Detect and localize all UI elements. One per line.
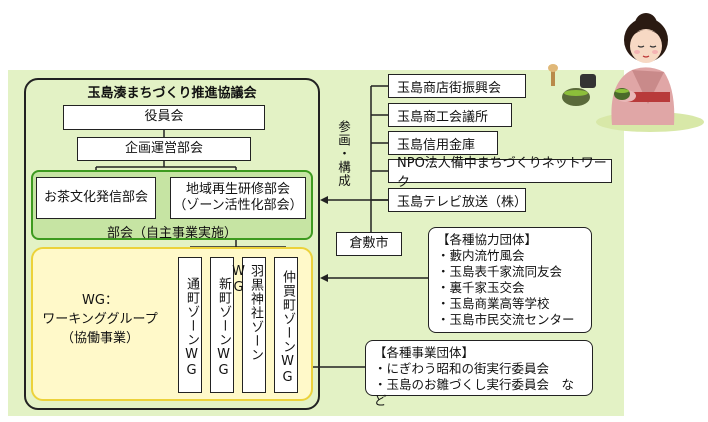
wg-label-line1: WG： <box>82 293 118 308</box>
wg-label-line3: （協働事業） <box>60 330 139 346</box>
wg-label: WG： ワーキンググループ （協働事業） <box>40 292 160 349</box>
member-box: 玉島商工会議所 <box>388 103 512 127</box>
business-title: 【各種事業団体】 <box>374 345 475 360</box>
business-item: ・にぎわう昭和の街実行委員会 <box>374 361 550 376</box>
regional-dept-line2: （ゾーン活性化部会） <box>173 198 303 213</box>
council-title: 玉島湊まちづくり推進協議会 <box>87 86 257 101</box>
business-groups-box: 【各種事業団体】 ・にぎわう昭和の街実行委員会 ・玉島のお雛づくし実行委員会 な… <box>365 340 593 408</box>
regional-dept-box: 地域再生研修部会 （ゾーン活性化部会） <box>170 177 306 219</box>
cooperation-item: ・玉島商業高等学校 <box>437 296 550 311</box>
cooperation-title: 【各種協力団体】 <box>437 232 538 247</box>
wg-label-line2: ワーキンググループ <box>42 311 158 327</box>
regional-dept-line1: 地域再生研修部会 <box>185 181 290 197</box>
tea-culture-dept-box: お茶文化発信部会 <box>36 177 156 219</box>
member-box: 玉島テレビ放送（株） <box>388 188 527 212</box>
business-item: ・玉島のお雛づくし実行委員会 など <box>374 377 575 408</box>
zone-wg-box: 仲買町ゾーンWG <box>274 257 298 393</box>
cooperation-item: ・藪内流竹風会 <box>437 248 525 263</box>
zone-wg-box: 新町ゾーンWG <box>210 257 234 393</box>
member-box: NPO法人備中まちづくりネットワーク <box>388 156 612 190</box>
member-box: 玉島信用金庫 <box>388 131 498 155</box>
participation-label: 参画・構成 <box>336 120 353 188</box>
wg-group <box>31 247 313 401</box>
cooperation-item: ・玉島表千家流同友会 <box>437 264 563 279</box>
board-box: 役員会 <box>63 105 265 130</box>
kurashiki-box: 倉敷市 <box>336 232 402 256</box>
cooperation-item: ・裏千家玉交会 <box>437 280 525 295</box>
cooperation-item: ・玉島市民交流センター <box>437 312 575 327</box>
planning-box: 企画運営部会 <box>77 137 251 161</box>
zone-wg-box: 通町ゾーンWG <box>178 257 202 393</box>
cooperation-groups-box: 【各種協力団体】 ・藪内流竹風会 ・玉島表千家流同友会 ・裏千家玉交会 ・玉島商… <box>428 227 592 333</box>
member-box: 玉島商店街振興会 <box>388 74 526 98</box>
bukai-label: 部会（自主事業実施） <box>106 226 237 241</box>
